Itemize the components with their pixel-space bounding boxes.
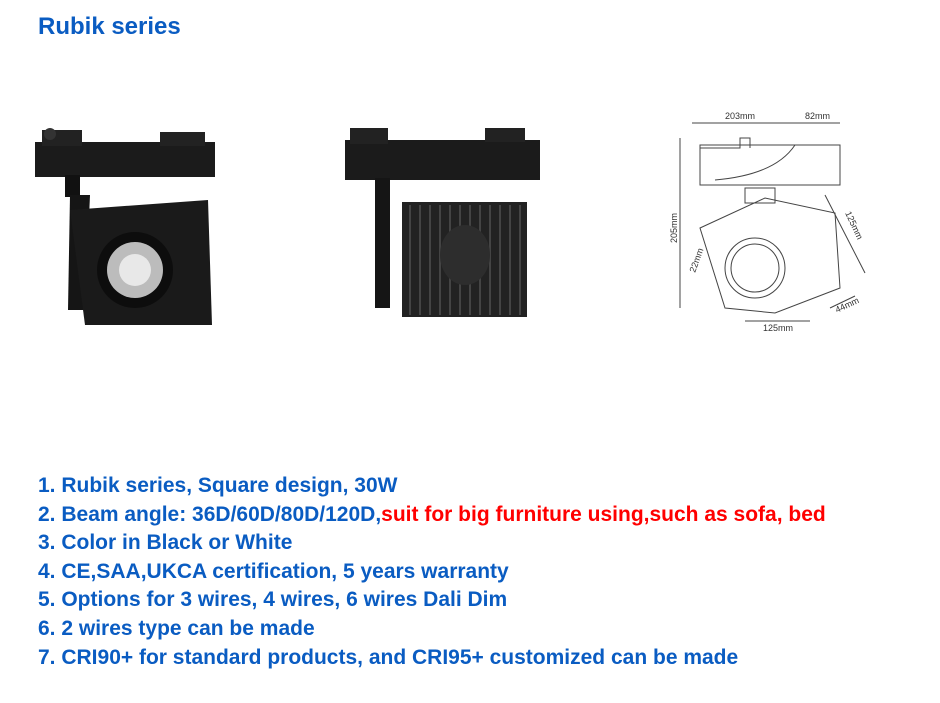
- feature-item: 7. CRI90+ for standard products, and CRI…: [38, 644, 826, 673]
- dim-125-bottom: 125mm: [763, 323, 793, 333]
- page-title: Rubik series: [38, 13, 181, 40]
- feature-item: 3. Color in Black or White: [38, 529, 826, 558]
- dim-205: 205mm: [669, 213, 679, 243]
- feature-item: 1. Rubik series, Square design, 30W: [38, 472, 826, 501]
- feature-text: 4. CE,SAA,UKCA certification, 5 years wa…: [38, 559, 509, 583]
- track-light-back-image: [345, 128, 540, 317]
- dim-203: 203mm: [725, 111, 755, 121]
- feature-text: 7. CRI90+ for standard products, and CRI…: [38, 645, 739, 669]
- feature-item: 6. 2 wires type can be made: [38, 615, 826, 644]
- dimension-drawing: 203mm 82mm 205mm 125mm 22mm 125mm 44mm: [669, 111, 866, 333]
- feature-text: 5. Options for 3 wires, 4 wires, 6 wires…: [38, 588, 508, 612]
- feature-item: 5. Options for 3 wires, 4 wires, 6 wires…: [38, 586, 826, 615]
- dim-22: 22mm: [687, 247, 705, 274]
- feature-highlight: suit for big furniture using,such as sof…: [381, 502, 826, 526]
- feature-text: 2. Beam angle: 36D/60D/80D/120D,: [38, 502, 382, 526]
- track-light-front-image: [35, 128, 215, 325]
- dim-82: 82mm: [805, 111, 830, 121]
- feature-list: 1. Rubik series, Square design, 30W 2. B…: [38, 472, 826, 672]
- feature-text: 1. Rubik series, Square design, 30W: [38, 474, 398, 497]
- dim-44: 44mm: [834, 295, 861, 315]
- feature-text: 6. 2 wires type can be made: [38, 616, 315, 640]
- feature-item: 2. Beam angle: 36D/60D/80D/120D,suit for…: [38, 501, 826, 530]
- feature-text: 3. Color in Black or White: [38, 531, 293, 555]
- feature-item: 4. CE,SAA,UKCA certification, 5 years wa…: [38, 558, 826, 587]
